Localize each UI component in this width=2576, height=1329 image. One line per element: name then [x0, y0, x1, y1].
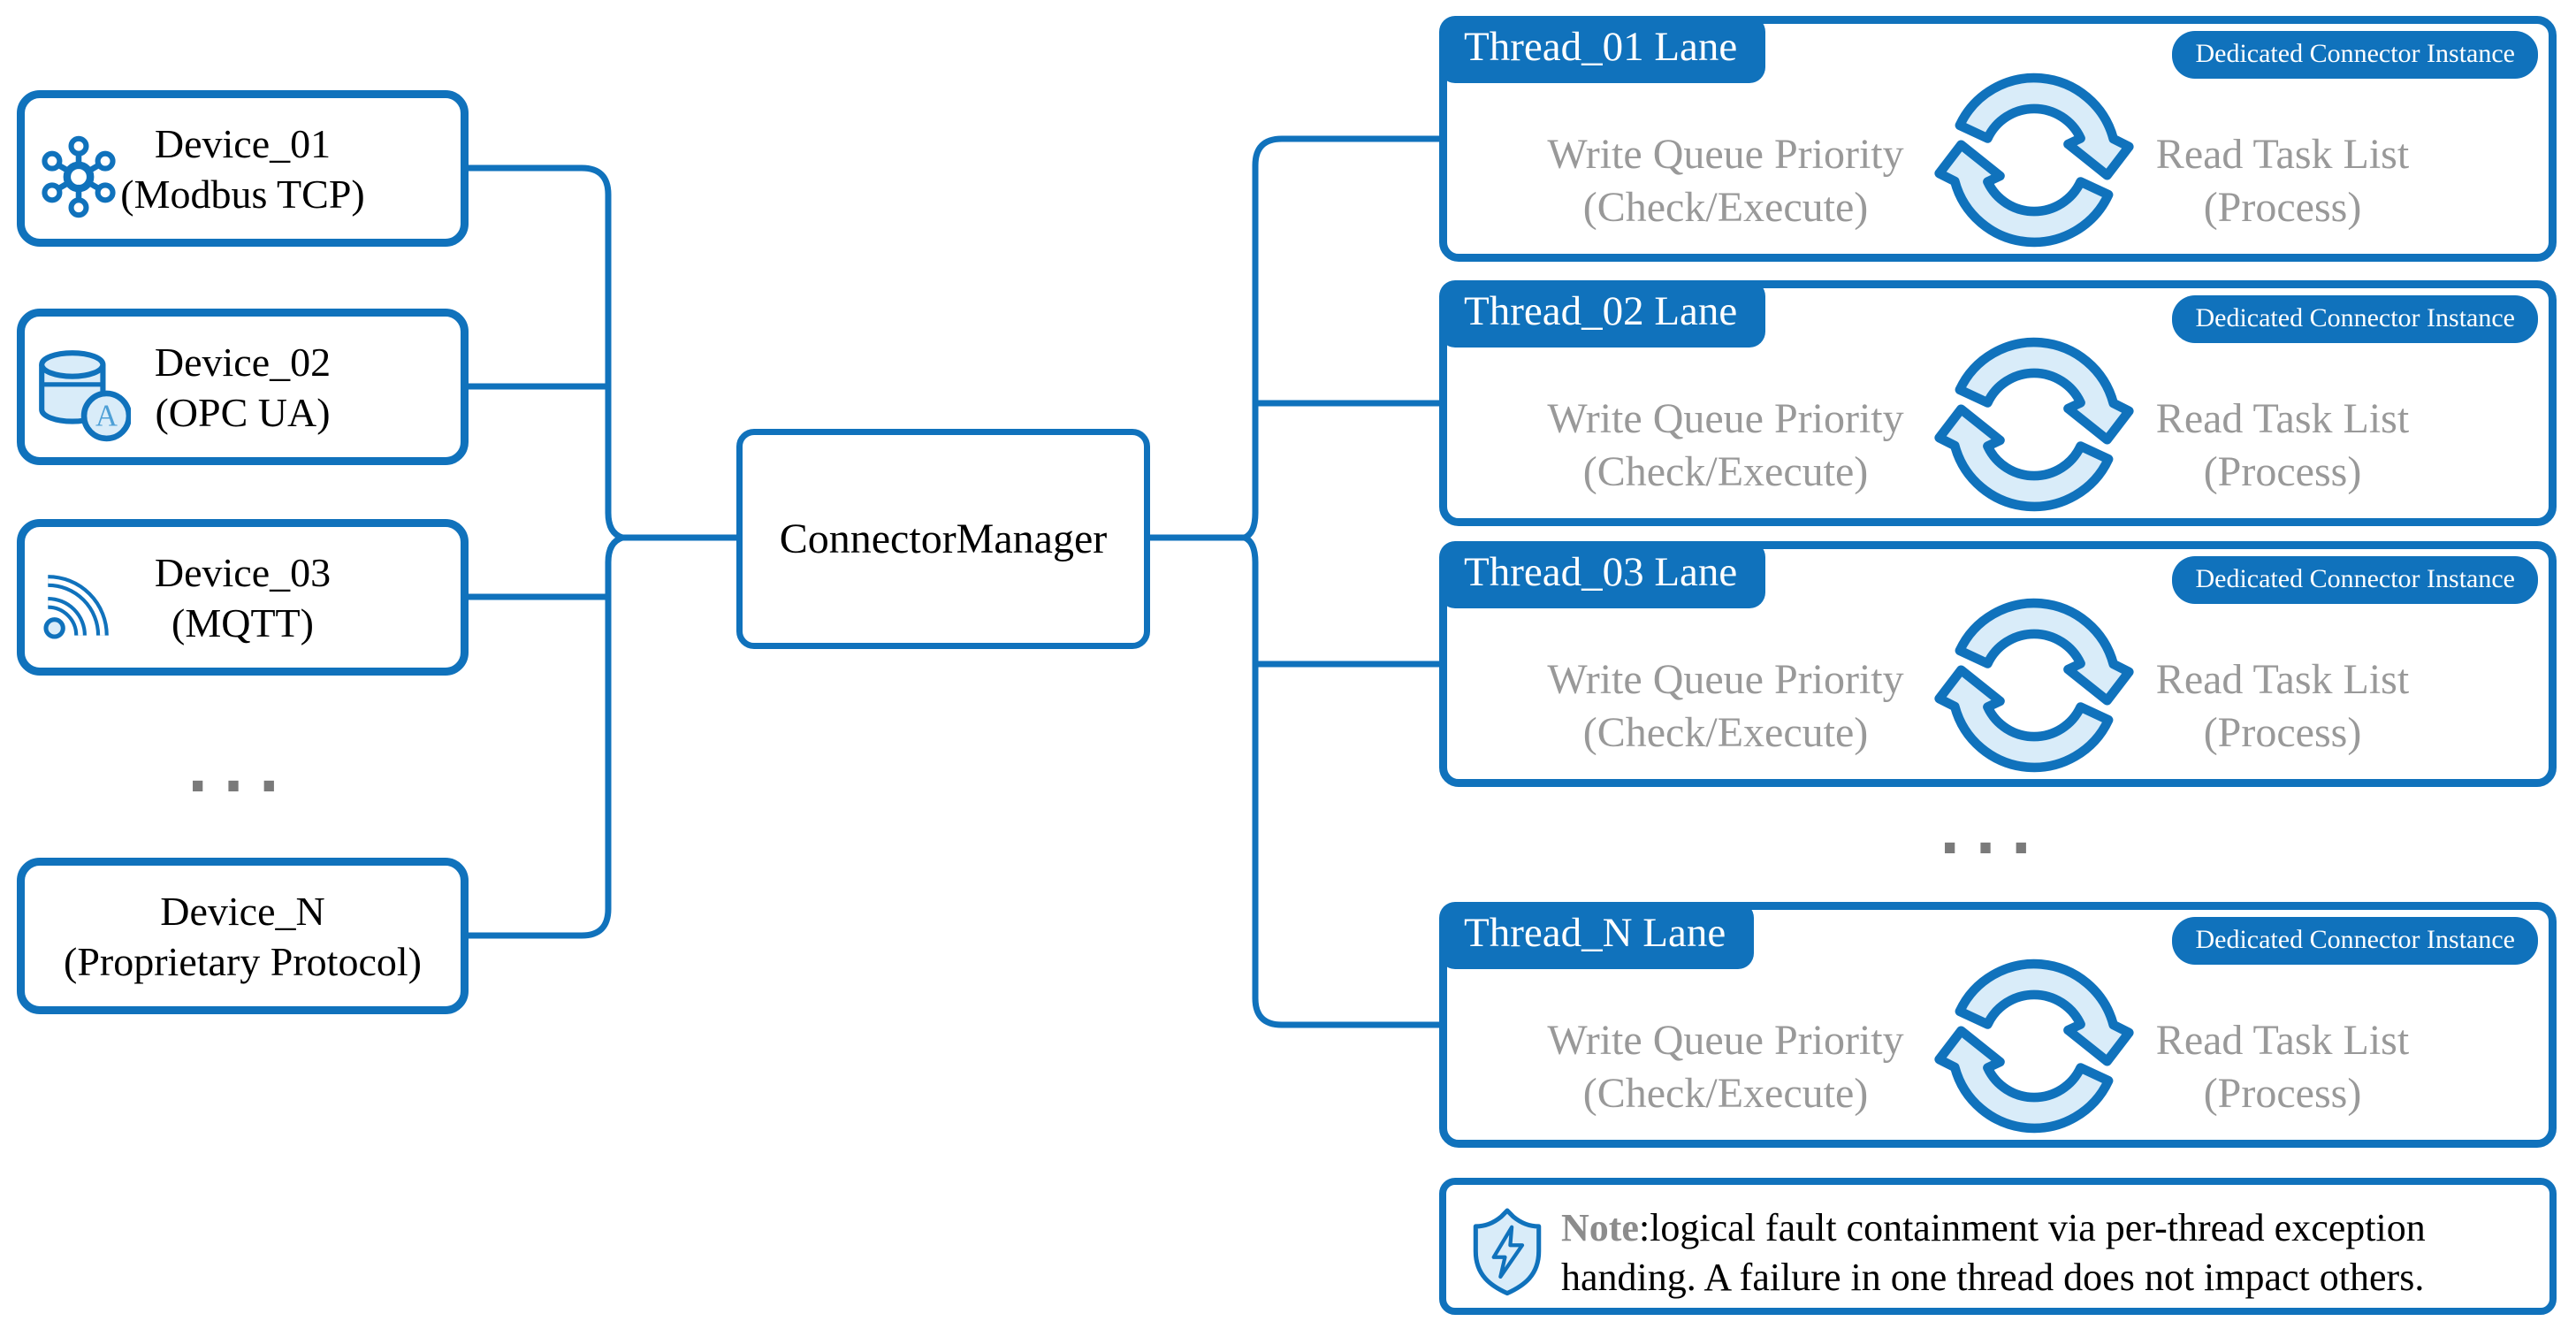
- thread-lane-01: Thread_01 Lane Dedicated Connector Insta…: [1439, 16, 2557, 262]
- read-task-text: Read Task List (Process): [2155, 395, 2410, 495]
- sync-arrows-icon: [1932, 57, 2137, 263]
- thread-lane-03: Thread_03 Lane Dedicated Connector Insta…: [1439, 541, 2557, 787]
- lanes-ellipsis: ...: [1939, 802, 2046, 867]
- write-queue-text: Write Queue Priority (Check/Execute): [1547, 656, 1904, 756]
- write-queue-text: Write Queue Priority (Check/Execute): [1547, 395, 1904, 495]
- device-box-03: Device_03 (MQTT): [17, 519, 469, 676]
- read-task-text: Read Task List (Process): [2155, 131, 2410, 231]
- note-label: Note: [1561, 1206, 1639, 1249]
- dedicated-connector-badge: Dedicated Connector Instance: [2172, 295, 2538, 343]
- dedicated-connector-badge: Dedicated Connector Instance: [2172, 556, 2538, 604]
- device-protocol: (Modbus TCP): [120, 171, 365, 217]
- device-protocol: (OPC UA): [155, 389, 331, 435]
- device-protocol: (Proprietary Protocol): [64, 938, 422, 984]
- sync-arrows-icon: [1932, 322, 2137, 527]
- lane-title-tab: Thread_02 Lane: [1439, 280, 1766, 348]
- shield-lightning-icon: [1469, 1206, 1545, 1296]
- read-task-text: Read Task List (Process): [2155, 656, 2410, 756]
- lane-title-tab: Thread_01 Lane: [1439, 16, 1766, 83]
- rss-icon: [41, 561, 122, 642]
- device-box-n: Device_N (Proprietary Protocol): [17, 858, 469, 1014]
- lane-title-tab: Thread_N Lane: [1439, 902, 1755, 969]
- write-queue-text: Write Queue Priority (Check/Execute): [1547, 1017, 1904, 1117]
- device-box-01: Device_01 (Modbus TCP): [17, 90, 469, 247]
- thread-lane-02: Thread_02 Lane Dedicated Connector Insta…: [1439, 280, 2557, 526]
- device-name: Device_N: [160, 888, 325, 934]
- sync-arrows-icon: [1932, 583, 2137, 788]
- dedicated-connector-badge: Dedicated Connector Instance: [2172, 917, 2538, 965]
- device-name: Device_02: [154, 339, 332, 385]
- device-name: Device_03: [154, 549, 332, 595]
- connector-manager-box: ConnectorManager: [736, 429, 1150, 649]
- write-queue-text: Write Queue Priority (Check/Execute): [1547, 131, 1904, 231]
- hub-icon: [37, 135, 120, 218]
- connector-manager-label: ConnectorManager: [779, 516, 1108, 562]
- dedicated-connector-badge: Dedicated Connector Instance: [2172, 31, 2538, 79]
- device-protocol: (MQTT): [171, 600, 314, 645]
- lane-title-tab: Thread_03 Lane: [1439, 541, 1766, 608]
- database-a-icon: [32, 345, 131, 444]
- device-box-02: Device_02 (OPC UA): [17, 309, 469, 465]
- sync-arrows-icon: [1932, 943, 2137, 1149]
- thread-lane-n: Thread_N Lane Dedicated Connector Instan…: [1439, 902, 2557, 1148]
- read-task-text: Read Task List (Process): [2155, 1017, 2410, 1117]
- note-text: Note:logical fault containment via per-t…: [1561, 1206, 2426, 1299]
- devices-ellipsis: ...: [187, 740, 294, 806]
- note-box: Note:logical fault containment via per-t…: [1439, 1178, 2557, 1315]
- device-name: Device_01: [154, 120, 332, 166]
